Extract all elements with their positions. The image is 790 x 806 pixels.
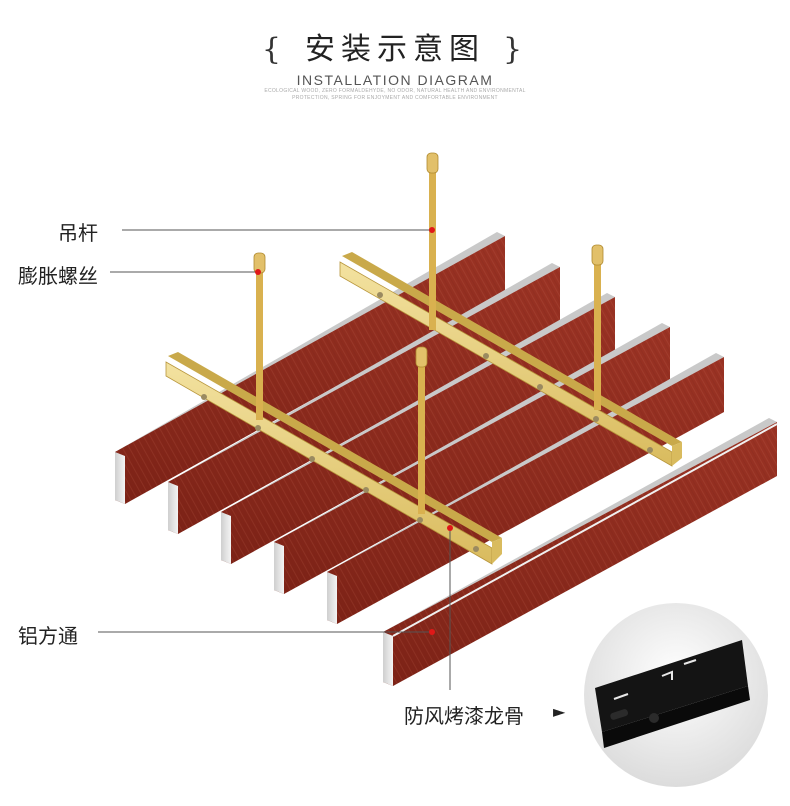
label-aluminum-tube: 铝方通 xyxy=(18,624,78,648)
keel-detail-magnifier xyxy=(584,603,768,787)
label-hanger-rod: 吊杆 xyxy=(58,221,98,245)
label-expansion-screw: 膨胀螺丝 xyxy=(18,264,98,288)
hanger-rod-4 xyxy=(415,346,428,514)
leader-lines xyxy=(98,229,451,690)
page-title: { 安装示意图} xyxy=(0,24,790,68)
hanger-rod-3 xyxy=(591,244,604,410)
arrow-right-icon: ► xyxy=(553,702,566,721)
callout-markers xyxy=(255,227,453,635)
tagline-line-1: ECOLOGICAL WOOD, ZERO FORMALDEHYDE, NO O… xyxy=(264,88,526,94)
brace-right: } xyxy=(503,32,529,67)
brace-left: { xyxy=(261,32,287,67)
aluminum-tube-front xyxy=(383,418,778,686)
page-subtitle: INSTALLATION DIAGRAM xyxy=(296,72,494,88)
hanger-rod-1 xyxy=(426,152,439,330)
header: { 安装示意图} INSTALLATION DIAGRAM ECOLOGICAL … xyxy=(0,24,790,102)
tagline-line-2: PROTECTION, SPRING FOR ENJOYMENT AND COM… xyxy=(292,95,498,101)
label-keel: 防风烤漆龙骨 xyxy=(404,704,524,728)
hanger-rod-2 xyxy=(253,252,266,420)
title-text: 安装示意图 xyxy=(305,32,485,67)
